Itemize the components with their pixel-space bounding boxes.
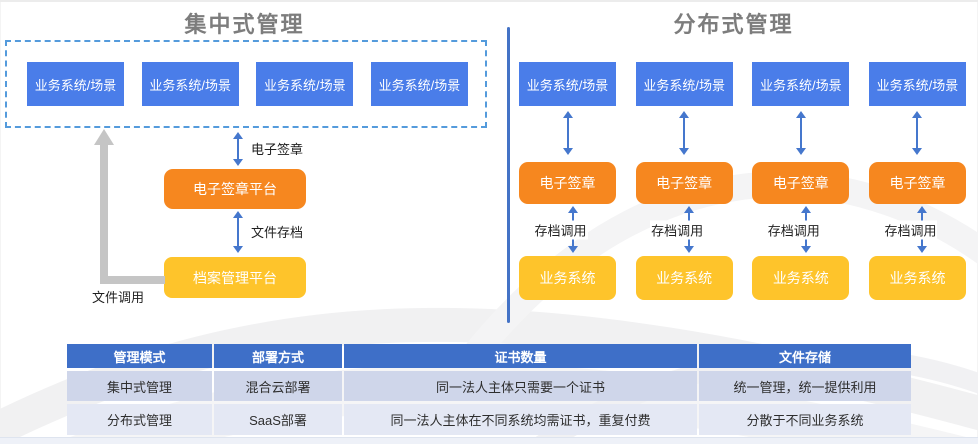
up-down-arrow-icon — [911, 111, 923, 155]
arrow-zone — [636, 106, 733, 162]
archive-platform-box: 档案管理平台 — [164, 257, 306, 298]
arrow-zone — [519, 106, 616, 162]
business-system-box: 业务系统/场景 — [635, 62, 733, 106]
arrow-line — [799, 118, 802, 148]
arrow-line — [566, 118, 569, 148]
esign-box: 电子签章 — [752, 162, 850, 204]
up-down-arrow-icon — [232, 211, 244, 253]
table-cell: SaaS部署 — [214, 404, 342, 435]
arrow-line — [683, 118, 686, 148]
business-system-bottom-box: 业务系统 — [635, 256, 733, 300]
archive-call-label: 存档调用 — [883, 220, 938, 240]
business-system-bottom-box: 业务系统 — [868, 256, 966, 300]
file-call-arrow-horizontal — [100, 276, 165, 284]
up-down-arrow-icon — [232, 132, 244, 166]
file-call-label: 文件调用 — [92, 290, 145, 305]
table-cell: 同一法人主体在不同系统均需证书，重复付费 — [344, 404, 697, 435]
distributed-column: 业务系统/场景 电子签章 存档调用 业务系统 — [868, 62, 966, 300]
distributed-column: 业务系统/场景 电子签章 存档调用 业务系统 — [519, 62, 616, 300]
business-system-box: 业务系统/场景 — [752, 62, 850, 106]
up-down-arrow-icon — [562, 111, 574, 155]
table-cell: 分散于不同业务系统 — [699, 404, 911, 435]
section-divider — [507, 27, 510, 323]
distributed-column: 业务系统/场景 电子签章 存档调用 业务系统 — [752, 62, 850, 300]
table-header-cell: 管理模式 — [67, 344, 212, 368]
arrow-zone — [869, 106, 966, 162]
business-system-bottom-box: 业务系统 — [519, 256, 616, 300]
file-call-arrow-vertical — [100, 144, 108, 284]
business-system-box: 业务系统/场景 — [519, 62, 616, 106]
table-header-cell: 文件存储 — [699, 344, 911, 368]
esign-box: 电子签章 — [519, 162, 616, 204]
comparison-table: 管理模式 部署方式 证书数量 文件存储 集中式管理 混合云部署 同一法人主体只需… — [67, 344, 913, 435]
centralized-title: 集中式管理 — [184, 12, 305, 37]
esign-box: 电子签章 — [868, 162, 966, 204]
up-down-arrow-icon — [678, 111, 690, 155]
business-system-box: 业务系统/场景 — [141, 62, 239, 106]
table-cell: 集中式管理 — [67, 371, 212, 401]
business-system-box: 业务系统/场景 — [27, 62, 124, 106]
archive-call-label: 存档调用 — [533, 220, 588, 240]
bottom-accent-strip — [0, 437, 978, 444]
esign-box: 电子签章 — [635, 162, 733, 204]
table-cell: 同一法人主体只需要一个证书 — [344, 371, 697, 401]
centralized-business-container: 业务系统/场景 业务系统/场景 业务系统/场景 业务系统/场景 — [5, 40, 487, 128]
distributed-columns: 业务系统/场景 电子签章 存档调用 业务系统 业务系统/场景 电子签章 存档调用… — [519, 62, 966, 300]
arrow-line — [237, 139, 239, 159]
business-system-box: 业务系统/场景 — [370, 62, 468, 106]
archive-call-label: 存档调用 — [650, 220, 705, 240]
distributed-title: 分布式管理 — [673, 12, 794, 37]
archive-call-label: 存档调用 — [766, 220, 821, 240]
esign-platform-box: 电子签章平台 — [164, 169, 306, 209]
table-cell: 分布式管理 — [67, 404, 212, 435]
distributed-column: 业务系统/场景 电子签章 存档调用 业务系统 — [635, 62, 733, 300]
arrow-zone — [752, 106, 849, 162]
file-call-arrowhead-icon — [94, 129, 114, 145]
business-system-bottom-box: 业务系统 — [752, 256, 850, 300]
arrow-line — [916, 118, 919, 148]
arrow-zone: 存档调用 — [519, 204, 616, 256]
table-header-cell: 部署方式 — [214, 344, 342, 368]
business-system-box: 业务系统/场景 — [868, 62, 966, 106]
arrow-zone: 存档调用 — [869, 204, 966, 256]
esign-flow-label: 电子签章 — [251, 142, 304, 157]
table-cell: 统一管理，统一提供利用 — [699, 371, 911, 401]
table-header-cell: 证书数量 — [344, 344, 697, 368]
arrow-zone: 存档调用 — [752, 204, 849, 256]
up-down-arrow-icon — [795, 111, 807, 155]
table-cell: 混合云部署 — [214, 371, 342, 401]
business-system-box: 业务系统/场景 — [256, 62, 354, 106]
arrow-line — [237, 218, 239, 246]
arrow-zone: 存档调用 — [636, 204, 733, 256]
archive-flow-label: 文件存档 — [251, 225, 304, 240]
